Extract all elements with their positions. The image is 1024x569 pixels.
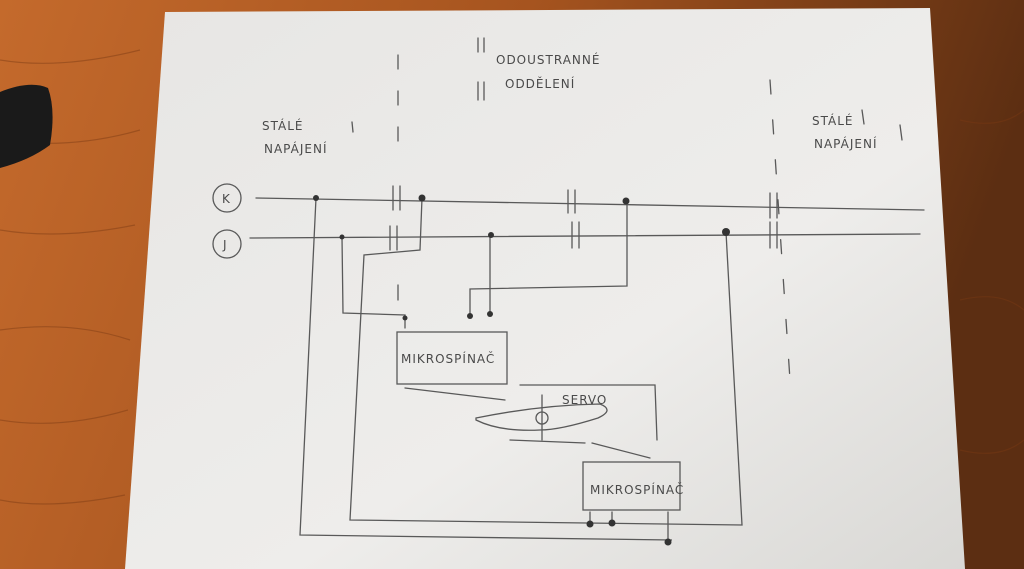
isolated-section-mark bbox=[477, 37, 485, 101]
microswitch-top-label: MIKROSPÍNAČ bbox=[401, 351, 495, 366]
rail-k-circle bbox=[212, 183, 242, 213]
microswitch-top-box bbox=[396, 331, 508, 385]
rail-k-line bbox=[255, 197, 925, 211]
servo-label: SERVO bbox=[562, 393, 607, 407]
microswitch-bottom-box bbox=[582, 461, 681, 511]
rail-k-label: K bbox=[222, 192, 231, 206]
servo-outline bbox=[519, 384, 658, 441]
rail-j-separators bbox=[389, 221, 778, 251]
rail-j-line bbox=[249, 233, 921, 239]
right-power-label-line1: STÁLÉ bbox=[812, 113, 854, 128]
junction-dots bbox=[313, 194, 730, 546]
rail-j-circle bbox=[212, 229, 242, 259]
rail-k-separators bbox=[392, 185, 778, 219]
rail-j-label: J bbox=[222, 238, 228, 252]
isolated-section-label-line1: ODOUSTRANNÉ bbox=[496, 52, 600, 67]
j-bus-wire bbox=[349, 197, 743, 526]
inner-loop-wire bbox=[341, 236, 406, 329]
left-power-label-line1: STÁLÉ bbox=[262, 118, 304, 133]
divider-right bbox=[769, 79, 791, 381]
left-power-label-line2: NAPÁJENÍ bbox=[264, 141, 328, 156]
microswitch-bottom-label: MIKROSPÍNAČ bbox=[590, 482, 684, 497]
right-power-label-line2: NAPÁJENÍ bbox=[814, 136, 878, 151]
black-object bbox=[0, 84, 53, 168]
isolated-section-label-line2: ODDĚLENÍ bbox=[505, 76, 575, 91]
servo-arm bbox=[475, 403, 608, 431]
paper-sheet bbox=[125, 8, 965, 569]
